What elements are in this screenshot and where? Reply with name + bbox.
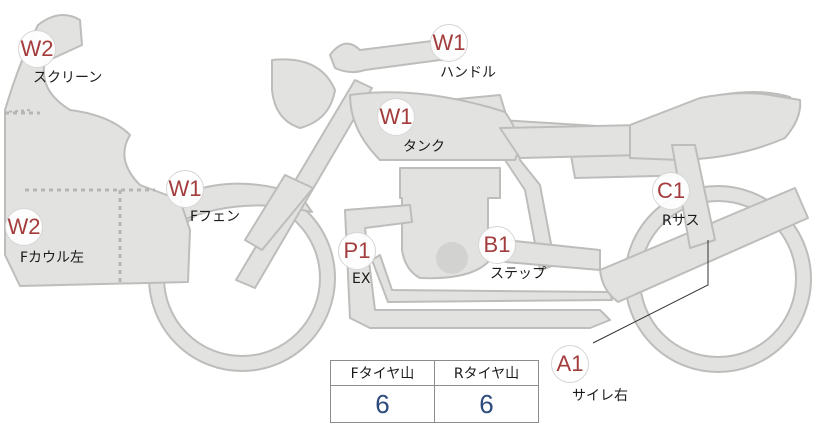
exhaust-label: EX bbox=[352, 271, 371, 287]
rear-tire-tread-value: 6 bbox=[434, 385, 539, 423]
rear-shock-label: Rサス bbox=[662, 213, 700, 229]
front-tire-tread-header: Fタイヤ山 bbox=[330, 360, 435, 386]
rear-shock bbox=[671, 144, 716, 249]
exhaust-code-badge: P1 bbox=[338, 232, 376, 270]
headlight bbox=[271, 58, 336, 129]
screen-label: スクリーン bbox=[33, 70, 103, 86]
step-code-badge: B1 bbox=[478, 226, 516, 264]
handle-code-badge: W1 bbox=[430, 24, 468, 62]
handle-label: ハンドル bbox=[440, 65, 496, 81]
silencer-code-badge: A1 bbox=[551, 345, 589, 383]
tank-code-badge: W1 bbox=[377, 98, 415, 136]
exhaust-pipe bbox=[344, 204, 611, 329]
screen-code-badge: W2 bbox=[18, 30, 56, 68]
front-cowl-label: Fカウル左 bbox=[20, 250, 85, 266]
tire-tread-table: Fタイヤ山 Rタイヤ山 6 6 bbox=[330, 360, 539, 423]
front-cowl bbox=[4, 14, 191, 287]
silencer-label: サイレ右 bbox=[572, 388, 628, 404]
tank-label: タンク bbox=[403, 139, 445, 155]
front-fender-label: Fフェン bbox=[190, 209, 241, 225]
rear-shock-code-badge: C1 bbox=[652, 172, 690, 210]
rear-tire-tread-header: Rタイヤ山 bbox=[434, 360, 539, 386]
front-cowl-code-badge: W2 bbox=[5, 208, 43, 246]
silencer bbox=[599, 187, 809, 303]
step-label: ステップ bbox=[490, 266, 546, 282]
front-tire-tread-value: 6 bbox=[330, 385, 435, 423]
front-fender-code-badge: W1 bbox=[166, 170, 204, 208]
